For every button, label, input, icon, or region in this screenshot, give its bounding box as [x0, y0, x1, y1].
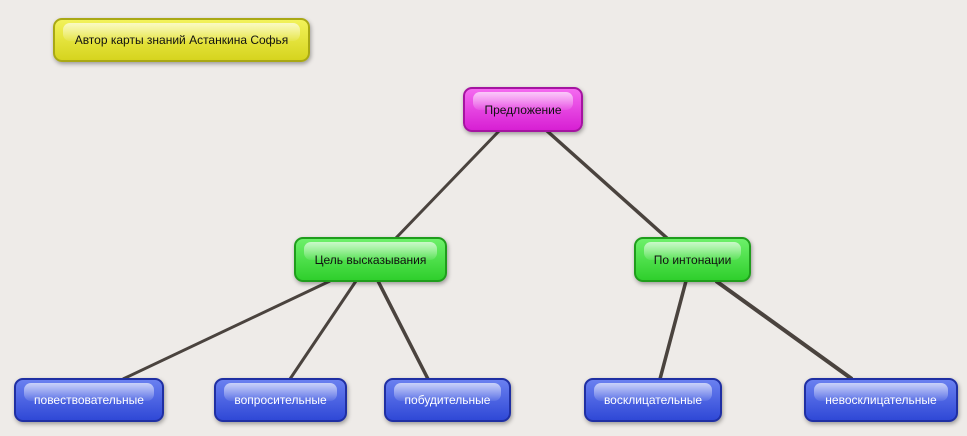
- link-root-goal: [393, 128, 502, 241]
- category-node-goal[interactable]: Цель высказывания: [294, 237, 447, 282]
- leaf-node-narrative[interactable]: повествовательные: [14, 378, 164, 422]
- leaf-node-label: повествовательные: [34, 393, 144, 407]
- leaf-node-label: восклицательные: [603, 393, 703, 407]
- category-node-label: Цель высказывания: [314, 252, 427, 267]
- link-goal-interrogative: [288, 280, 358, 380]
- link-root-intonation: [544, 128, 670, 241]
- leaf-node-label: невосклицательные: [825, 393, 937, 407]
- leaf-node-nonexclamatory[interactable]: невосклицательные: [804, 378, 958, 422]
- leaf-node-label: вопросительные: [234, 393, 327, 407]
- link-goal-imperative: [376, 280, 430, 380]
- link-goal-narrative: [122, 279, 331, 381]
- author-node-label: Автор карты знаний Астанкина Софья: [74, 33, 289, 47]
- root-node[interactable]: Предложение: [463, 87, 583, 132]
- category-node-intonation[interactable]: По интонации: [634, 237, 751, 282]
- leaf-node-imperative[interactable]: побудительные: [384, 378, 511, 422]
- leaf-node-label: побудительные: [404, 393, 491, 407]
- root-node-label: Предложение: [484, 102, 562, 117]
- leaf-node-exclamatory[interactable]: восклицательные: [584, 378, 722, 422]
- link-intonation-exclamatory: [658, 280, 688, 380]
- category-node-label: По интонации: [653, 252, 732, 267]
- leaf-node-interrogative[interactable]: вопросительные: [214, 378, 347, 422]
- link-intonation-nonexclamatory: [714, 279, 854, 381]
- author-node[interactable]: Автор карты знаний Астанкина Софья: [53, 18, 310, 62]
